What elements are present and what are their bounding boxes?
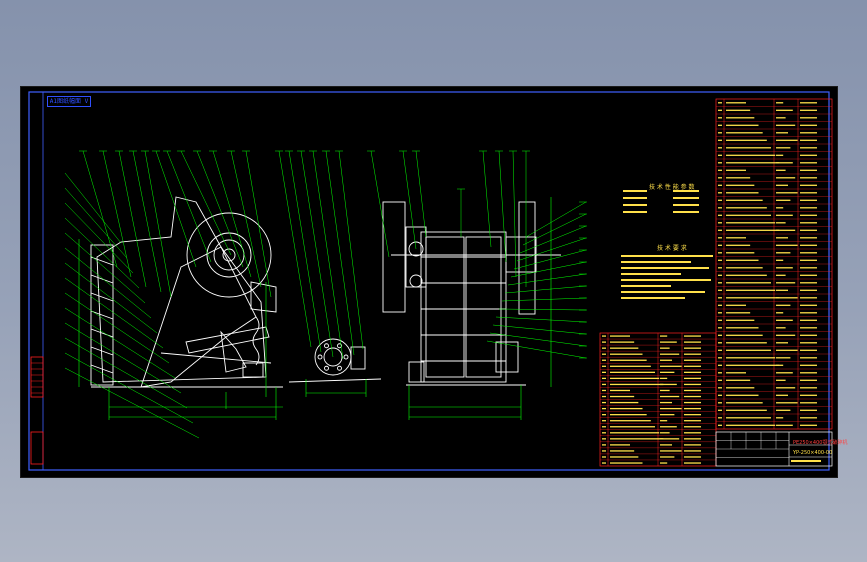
technical-requirements-title: 技 术 要 求 — [657, 245, 687, 252]
side-stamp-lower — [30, 431, 44, 465]
spec-table-title: 技 术 性 能 参 数 — [649, 184, 695, 191]
sheet-border — [28, 91, 830, 471]
parts-list-lower — [599, 332, 717, 467]
side-view — [382, 197, 561, 420]
flywheel-view — [288, 338, 382, 397]
requirements-block — [621, 255, 713, 299]
title-block — [715, 431, 833, 467]
parts-list-upper — [715, 98, 833, 430]
title-block-drawing-name: PE250×400颚式破碎机 — [793, 440, 848, 446]
title-block-drawing-number: YP-250×400-00 — [793, 450, 833, 456]
side-stamp-upper — [30, 356, 44, 398]
cad-drawing[interactable] — [21, 87, 837, 477]
spec-block — [623, 190, 699, 213]
sheet-size-label: A1图纸幅面 V — [47, 96, 91, 107]
cad-viewport[interactable]: A1图纸幅面 V 技 术 性 能 参 数 技 术 要 求 PE250×400颚式… — [20, 86, 847, 478]
front-view — [78, 196, 283, 420]
